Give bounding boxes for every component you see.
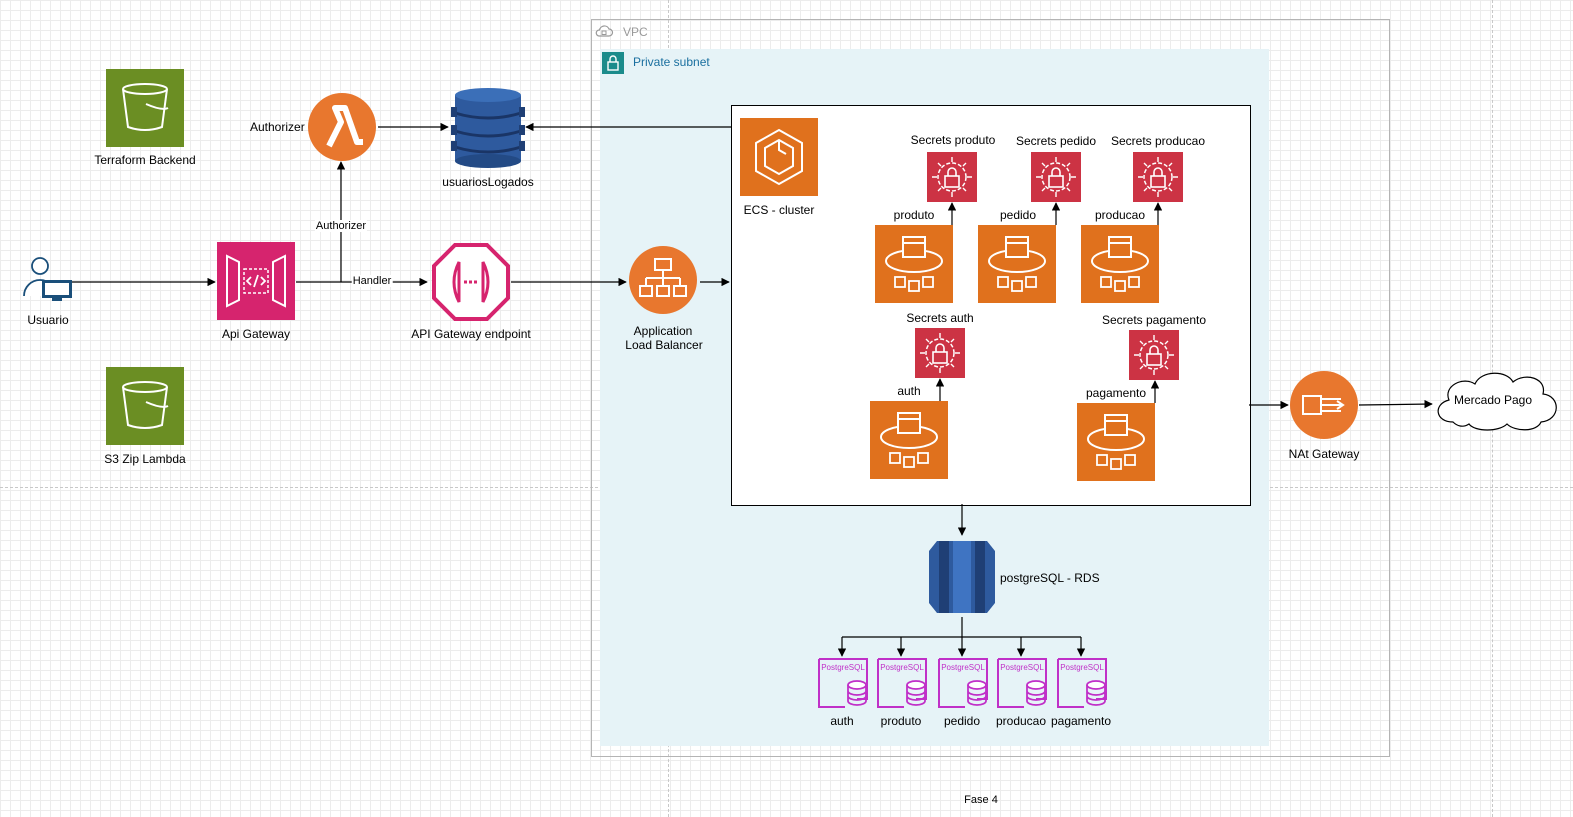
producao-service-icon[interactable] xyxy=(1081,225,1159,303)
api-gateway-endpoint-icon[interactable] xyxy=(431,242,511,322)
secrets-auth-label: Secrets auth xyxy=(906,311,974,325)
rds-postgres-icon[interactable] xyxy=(925,537,999,617)
svg-text:PostgreSQL: PostgreSQL xyxy=(880,663,924,672)
produto-db-label: produto xyxy=(880,714,922,728)
pagamento-db-label: pagamento xyxy=(1050,714,1112,728)
usuarios-logados-label: usuariosLogados xyxy=(442,175,534,189)
secrets-producao-label: Secrets producao xyxy=(1110,134,1206,148)
vpc-cloud-icon xyxy=(594,23,614,42)
alb-label-line1: Application xyxy=(633,324,693,338)
svg-text:PostgreSQL: PostgreSQL xyxy=(1000,663,1044,672)
user-computer-icon[interactable] xyxy=(22,256,76,302)
pedido-service-icon[interactable] xyxy=(978,225,1056,303)
secrets-pedido-label: Secrets pedido xyxy=(1015,134,1097,148)
subnet-lock-icon xyxy=(601,51,625,78)
s3-zip-lambda-label: S3 Zip Lambda xyxy=(104,452,186,466)
pagamento-service-label: pagamento xyxy=(1085,386,1147,400)
pagamento-db-icon[interactable]: PostgreSQL xyxy=(1056,657,1108,709)
ecs-cluster-label: ECS - cluster xyxy=(743,203,815,217)
terraform-backend-bucket-icon[interactable] xyxy=(106,69,184,147)
mercado-pago-cloud-icon[interactable] xyxy=(1429,366,1563,434)
page-tab-label[interactable]: Fase 4 xyxy=(964,794,998,806)
svg-text:PostgreSQL: PostgreSQL xyxy=(821,663,865,672)
producao-db-label: producao xyxy=(995,714,1047,728)
pedido-service-label: pedido xyxy=(999,208,1037,222)
auth-db-label: auth xyxy=(830,714,854,728)
terraform-backend-label: Terraform Backend xyxy=(94,153,196,167)
produto-db-icon[interactable]: PostgreSQL xyxy=(876,657,928,709)
secrets-auth-icon[interactable] xyxy=(915,328,965,378)
subnet-label: Private subnet xyxy=(633,55,710,69)
mercado-pago-label: Mercado Pago xyxy=(1453,393,1533,407)
s3-zip-lambda-bucket-icon[interactable] xyxy=(106,367,184,445)
vpc-label: VPC xyxy=(623,25,648,39)
secrets-pagamento-label: Secrets pagamento xyxy=(1101,313,1207,327)
auth-db-icon[interactable]: PostgreSQL xyxy=(817,657,869,709)
nat-gateway-icon[interactable] xyxy=(1289,370,1359,440)
postgres-rds-label: postgreSQL - RDS xyxy=(1000,571,1100,585)
api-gateway-label: Api Gateway xyxy=(221,327,291,341)
secrets-produto-label: Secrets produto xyxy=(910,133,996,147)
nat-to-mercadopago-edge xyxy=(1358,399,1433,409)
svg-text:PostgreSQL: PostgreSQL xyxy=(1060,663,1104,672)
secrets-produto-icon[interactable] xyxy=(927,152,977,202)
alb-label-line2: Load Balancer xyxy=(625,338,703,352)
api-gateway-icon[interactable] xyxy=(217,242,295,320)
application-load-balancer-icon[interactable] xyxy=(628,245,698,315)
nat-gateway-label: NAt Gateway xyxy=(1288,447,1360,461)
produto-service-icon[interactable] xyxy=(875,225,953,303)
producao-db-icon[interactable]: PostgreSQL xyxy=(996,657,1048,709)
auth-service-icon[interactable] xyxy=(870,401,948,479)
secrets-pagamento-icon[interactable] xyxy=(1129,330,1179,380)
pedido-db-label: pedido xyxy=(943,714,981,728)
pagamento-service-icon[interactable] xyxy=(1077,403,1155,481)
handler-edge-label: Handler xyxy=(351,275,393,287)
dynamodb-table-icon[interactable] xyxy=(451,87,525,169)
produto-service-label: produto xyxy=(893,208,935,222)
authorizer-label: Authorizer xyxy=(250,120,305,134)
vpc-group[interactable] xyxy=(591,19,1390,757)
authorizer-edge-label: Authorizer xyxy=(314,220,368,232)
secrets-pedido-icon[interactable] xyxy=(1031,152,1081,202)
auth-service-label: auth xyxy=(897,384,921,398)
secrets-producao-icon[interactable] xyxy=(1133,152,1183,202)
producao-service-label: producao xyxy=(1094,208,1146,222)
usuario-label: Usuario xyxy=(27,313,69,327)
ecs-cluster-icon[interactable] xyxy=(740,118,818,196)
svg-text:PostgreSQL: PostgreSQL xyxy=(941,663,985,672)
lambda-authorizer-icon[interactable] xyxy=(307,92,377,162)
pedido-db-icon[interactable]: PostgreSQL xyxy=(937,657,989,709)
api-gateway-endpoint-label: API Gateway endpoint xyxy=(411,327,531,341)
